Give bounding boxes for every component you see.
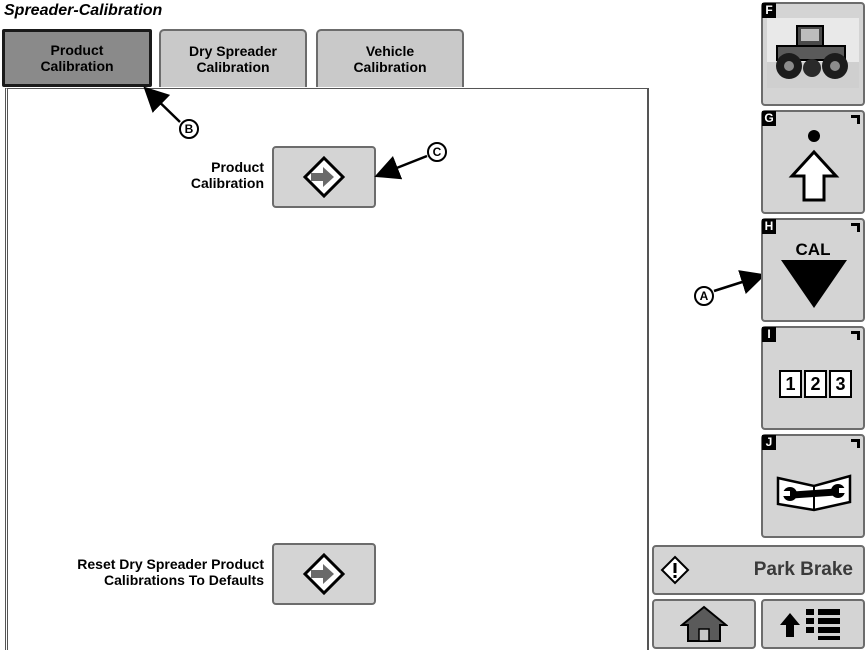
number-box: 1 <box>779 370 802 398</box>
callout-a-arrow <box>713 270 766 294</box>
tab-dry-spreader-calibration[interactable]: Dry Spreader Calibration <box>159 29 307 87</box>
tab-label-line2: Calibration <box>196 59 270 75</box>
cal-label: CAL <box>795 240 831 259</box>
tab-label-line1: Product <box>50 42 104 58</box>
menu-up-button[interactable] <box>761 599 865 649</box>
number-box: 2 <box>804 370 827 398</box>
cal-down-triangle-icon <box>781 260 847 308</box>
wrench-book-icon <box>776 474 852 512</box>
tab-vehicle-calibration[interactable]: Vehicle Calibration <box>316 29 464 87</box>
enter-diamond-icon <box>303 156 345 198</box>
softkey-j-manual[interactable]: J <box>761 434 865 538</box>
label-line2: Calibrations To Defaults <box>104 572 264 588</box>
enter-diamond-icon <box>303 553 345 595</box>
warning-diamond-icon <box>660 555 690 585</box>
tab-product-calibration[interactable]: Product Calibration <box>2 29 152 87</box>
tab-label-line1: Vehicle <box>365 43 415 59</box>
tab-label-line1: Dry Spreader <box>189 43 277 59</box>
corner-indicator-icon <box>851 223 860 232</box>
park-brake-status[interactable]: Park Brake <box>652 545 865 595</box>
softkey-letter-h: H <box>762 219 776 234</box>
softkey-g-up[interactable]: G <box>761 110 865 214</box>
corner-indicator-icon <box>851 439 860 448</box>
softkey-letter-j: J <box>762 435 776 450</box>
softkey-letter-f: F <box>762 3 776 18</box>
product-calibration-button[interactable] <box>272 146 376 208</box>
callout-b: B <box>179 119 199 139</box>
number-box: 3 <box>829 370 852 398</box>
tractor-icon <box>767 18 859 88</box>
label-line1: Product <box>211 159 264 175</box>
product-calibration-label: Product Calibration <box>191 159 264 191</box>
callout-c: C <box>427 142 447 162</box>
home-button[interactable] <box>652 599 756 649</box>
softkey-letter-i: I <box>762 327 776 342</box>
callout-a: A <box>694 286 714 306</box>
reset-defaults-label: Reset Dry Spreader Product Calibrations … <box>77 556 264 588</box>
label-line2: Calibration <box>190 175 264 191</box>
corner-indicator-icon <box>851 331 860 340</box>
tab-label-line2: Calibration <box>353 59 427 75</box>
tab-label-line2: Calibration <box>40 58 114 74</box>
softkey-letter-g: G <box>762 111 776 126</box>
window-title: Spreader-Calibration <box>4 2 163 19</box>
softkey-f-machine[interactable]: F <box>761 2 865 106</box>
corner-indicator-icon <box>851 115 860 124</box>
softkey-h-cal[interactable]: H CAL <box>761 218 865 322</box>
reset-defaults-button[interactable] <box>272 543 376 605</box>
main-panel <box>5 88 649 650</box>
label-line1: Reset Dry Spreader Product <box>77 556 264 572</box>
menu-up-icon <box>780 609 840 640</box>
home-icon <box>680 605 728 642</box>
up-arrow-icon <box>788 130 840 202</box>
park-brake-label: Park Brake <box>753 559 853 580</box>
